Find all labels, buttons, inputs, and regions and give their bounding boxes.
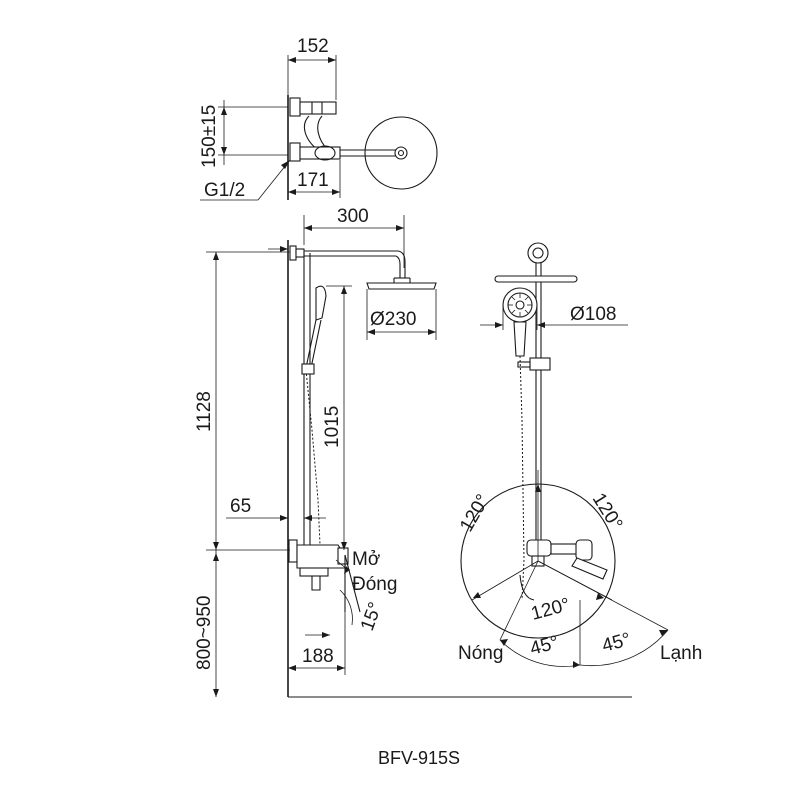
dim-hand-diameter: Ø108	[570, 304, 616, 325]
angle-hot-tilt: 45°	[528, 632, 561, 660]
front-view: Ø108 120° 120° 120° 45° 45° Nóng Lạnh	[456, 242, 702, 668]
angle-bottom-sector: 120°	[529, 594, 572, 624]
inlet-thread-label: G1/2	[204, 180, 245, 201]
dim-head-diameter: Ø230	[370, 309, 416, 330]
dim-total-height: 1128	[194, 391, 215, 432]
handle-angle-label: 15°	[357, 600, 387, 634]
label-cold: Lạnh	[660, 643, 702, 664]
dim-hand-height: 1015	[322, 406, 343, 448]
model-caption: BFV-915S	[378, 748, 460, 768]
plan-view: 152 150±15 G1/2 171	[199, 36, 438, 201]
label-hot: Nóng	[458, 643, 503, 664]
dim-wall-offset: 65	[230, 496, 251, 517]
dim-top-width: 152	[297, 36, 329, 57]
side-view: 300 Ø230 1128 1015 65 800~950	[194, 206, 632, 698]
label-open: Mở	[352, 549, 380, 570]
dim-plan-depth: 171	[297, 170, 329, 191]
dim-wall-spacing: 150±15	[199, 105, 220, 168]
angle-right-sector: 120°	[588, 490, 627, 534]
angle-left-sector: 120°	[456, 491, 494, 536]
dim-arm-length: 300	[337, 206, 369, 227]
dim-install-height: 800~950	[194, 596, 215, 671]
label-close: Đóng	[352, 574, 397, 595]
dim-mixer-depth: 188	[302, 646, 334, 667]
angle-cold-tilt: 45°	[600, 629, 633, 657]
